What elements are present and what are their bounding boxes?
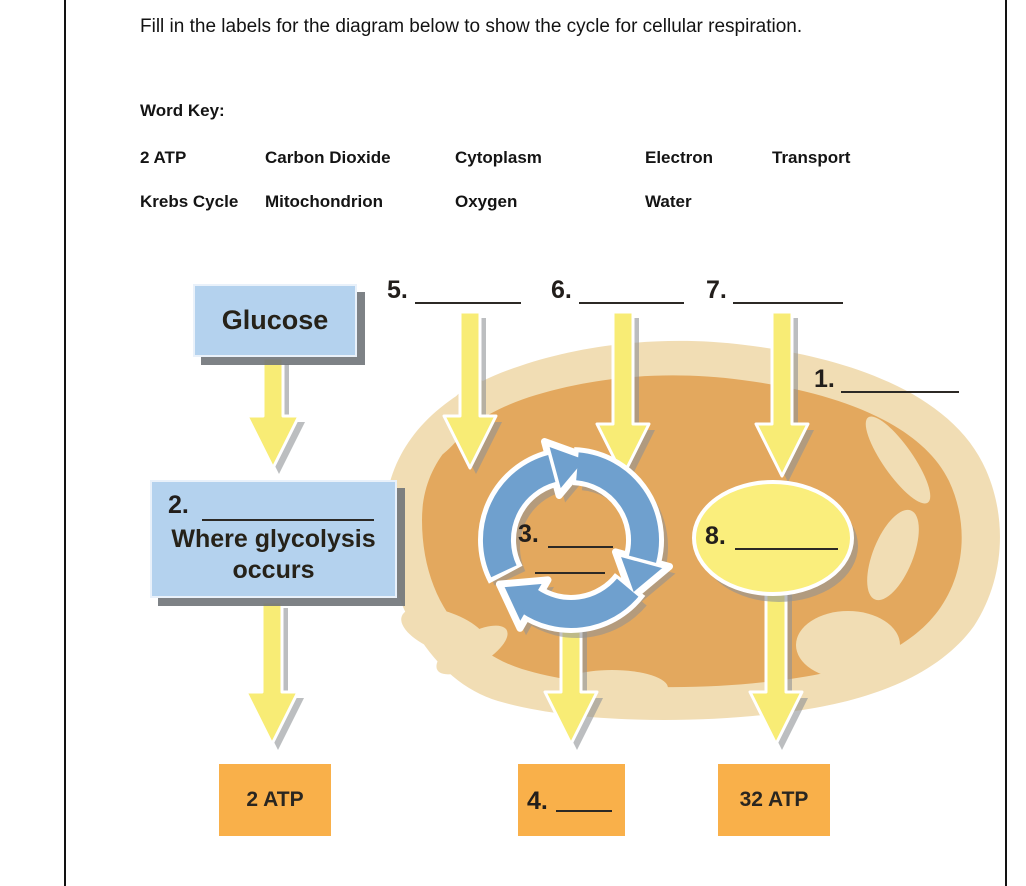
- blank3-number: 3.: [518, 520, 539, 548]
- glycolysis-box-text-line1: Where glycolysis: [171, 525, 376, 553]
- word-key-item: Electron: [645, 148, 714, 167]
- word-key-heading: Word Key:: [140, 101, 225, 120]
- glycolysis-box-text-line2: occurs: [232, 556, 315, 584]
- blank7-number: 7.: [706, 276, 727, 304]
- glucose-box: Glucose: [193, 284, 357, 357]
- blank2-number: 2.: [168, 491, 189, 519]
- blank4-number: 4.: [527, 787, 548, 815]
- blank1-number: 1.: [814, 365, 835, 393]
- word-key-item: Krebs Cycle: [140, 192, 239, 211]
- blank1-answer-line: [841, 391, 959, 393]
- glycolysis-box: [150, 480, 397, 598]
- blank6-number: 6.: [551, 276, 572, 304]
- blank8-ellipse: [692, 480, 858, 602]
- word-key-item: 2 ATP: [140, 148, 187, 167]
- blank4-box: [518, 764, 625, 836]
- arrow-to-2atp-icon: [244, 600, 300, 746]
- page-border-left: [64, 0, 66, 886]
- word-key-item: Carbon Dioxide: [265, 148, 391, 167]
- arrow-blank5-down-icon: [442, 310, 498, 470]
- word-key-item: Oxygen: [455, 192, 518, 211]
- blank5-answer-line: [415, 302, 521, 304]
- krebs-cycle-arrows-icon: [478, 438, 676, 638]
- blank5-number: 5.: [387, 276, 408, 304]
- glucose-label: Glucose: [221, 305, 329, 335]
- arrow-to-32atp-icon: [748, 584, 804, 746]
- atp32-label: 32 ATP: [739, 788, 809, 811]
- atp2-box: 2 ATP: [219, 764, 331, 836]
- blank2-answer-line: [202, 519, 374, 521]
- blank3-answer-line2: [535, 572, 605, 574]
- blank6-answer-line: [579, 302, 684, 304]
- page-border-right: [1005, 0, 1007, 886]
- word-key-item: Transport: [772, 148, 851, 167]
- blank8-answer-line: [735, 548, 838, 550]
- blank8-number: 8.: [705, 522, 726, 550]
- atp32-box: 32 ATP: [718, 764, 830, 836]
- arrow-blank7-down-icon: [754, 310, 810, 478]
- atp2-label: 2 ATP: [246, 788, 304, 811]
- word-key-item: Cytoplasm: [455, 148, 542, 167]
- instruction-text: Fill in the labels for the diagram below…: [140, 16, 803, 37]
- word-key-item: Water: [645, 192, 692, 211]
- blank4-answer-line: [556, 810, 612, 812]
- flow-arrows: [244, 310, 814, 750]
- arrow-glucose-down-icon: [245, 356, 301, 470]
- arrow-blank6-down-icon: [595, 310, 651, 478]
- word-key-item: Mitochondrion: [265, 192, 384, 211]
- blank7-answer-line: [733, 302, 843, 304]
- blank3-answer-line: [548, 546, 613, 548]
